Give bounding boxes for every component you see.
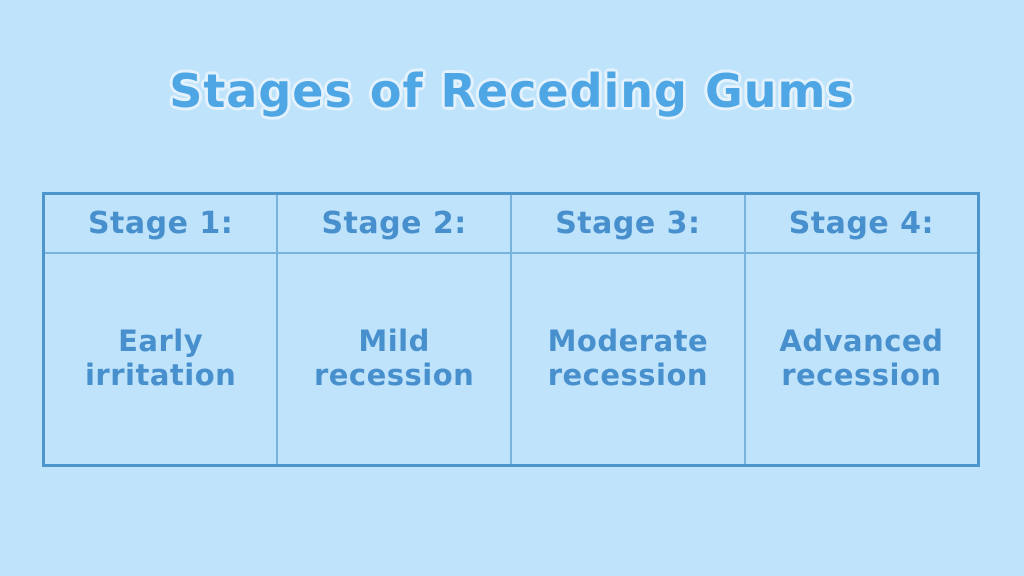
- header-cell-stage-1: Stage 1:: [42, 192, 279, 254]
- body-row: Early irritation Mild recession Moderate…: [42, 252, 980, 467]
- page-title: Stages of Receding Gums: [169, 64, 855, 118]
- header-row: Stage 1: Stage 2: Stage 3: Stage 4:: [42, 192, 980, 254]
- header-cell-stage-3: Stage 3:: [510, 192, 746, 254]
- stages-table-header: Stage 1: Stage 2: Stage 3: Stage 4:: [42, 192, 980, 254]
- body-cell-stage-3: Moderate recession: [510, 252, 746, 467]
- header-cell-stage-2: Stage 2:: [276, 192, 512, 254]
- stages-table: Stage 1: Stage 2: Stage 3: Stage 4: Earl…: [42, 192, 980, 467]
- body-cell-stage-1: Early irritation: [42, 252, 279, 467]
- body-cell-stage-4: Advanced recession: [743, 252, 980, 467]
- stages-table-body: Early irritation Mild recession Moderate…: [42, 252, 980, 467]
- body-cell-stage-2: Mild recession: [276, 252, 512, 467]
- header-cell-stage-4: Stage 4:: [743, 192, 980, 254]
